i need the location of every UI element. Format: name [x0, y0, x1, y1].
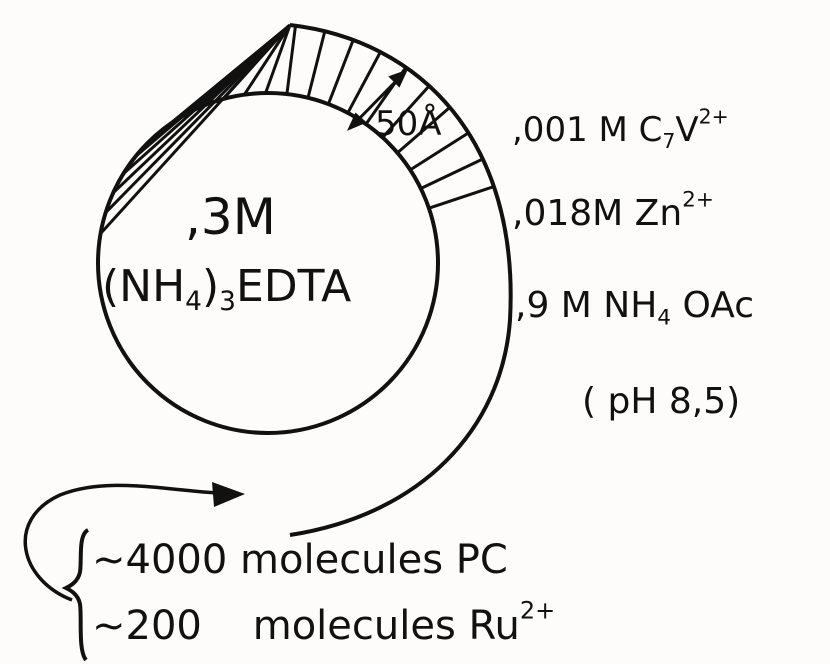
interior-concentration: ,3M: [185, 188, 276, 246]
lipid-hatch-line: [243, 24, 292, 96]
curved-pointer-arrow: [23, 483, 236, 602]
membrane-brace: [61, 528, 90, 662]
lipid-hatch-line: [396, 106, 451, 154]
lipid-hatch-line: [202, 23, 292, 107]
lipid-hatch-line: [327, 39, 355, 105]
lipid-hatch-line: [428, 185, 495, 210]
lipid-hatch-line: [104, 23, 292, 214]
exterior-line-zn: ,018M Zn2+: [512, 187, 714, 234]
lipid-hatch-line: [420, 157, 484, 190]
lipid-hatch-line: [264, 24, 292, 94]
curved-pointer-arrowhead: [212, 482, 245, 507]
membrane-ru-count: ~200 molecules Ru2+: [92, 596, 556, 649]
bilayer-thickness-label: 50Å: [375, 104, 442, 144]
interior-salt: (NH4)3EDTA: [102, 261, 352, 318]
lipid-hatch-line: [381, 84, 431, 139]
lipid-hatch-line: [409, 131, 470, 172]
exterior-line-nh4oac: ,9 M NH4 OAc: [515, 285, 754, 331]
lipid-hatch-line: [222, 23, 292, 100]
lipid-hatch-lines: [99, 23, 495, 235]
lipid-hatch-line: [285, 25, 297, 95]
exterior-ph: ( pH 8,5): [582, 381, 741, 422]
lipid-hatch-line: [346, 51, 382, 114]
vesicle-inner-circle: [96, 91, 440, 435]
lipid-hatch-line: [306, 30, 327, 99]
bilayer-outer-arc: [289, 23, 513, 537]
exterior-line-cv: ,001 M C7V2+: [512, 104, 729, 154]
membrane-pc-count: ~4000 molecules PC: [92, 537, 508, 583]
thickness-arrow: [347, 69, 408, 131]
